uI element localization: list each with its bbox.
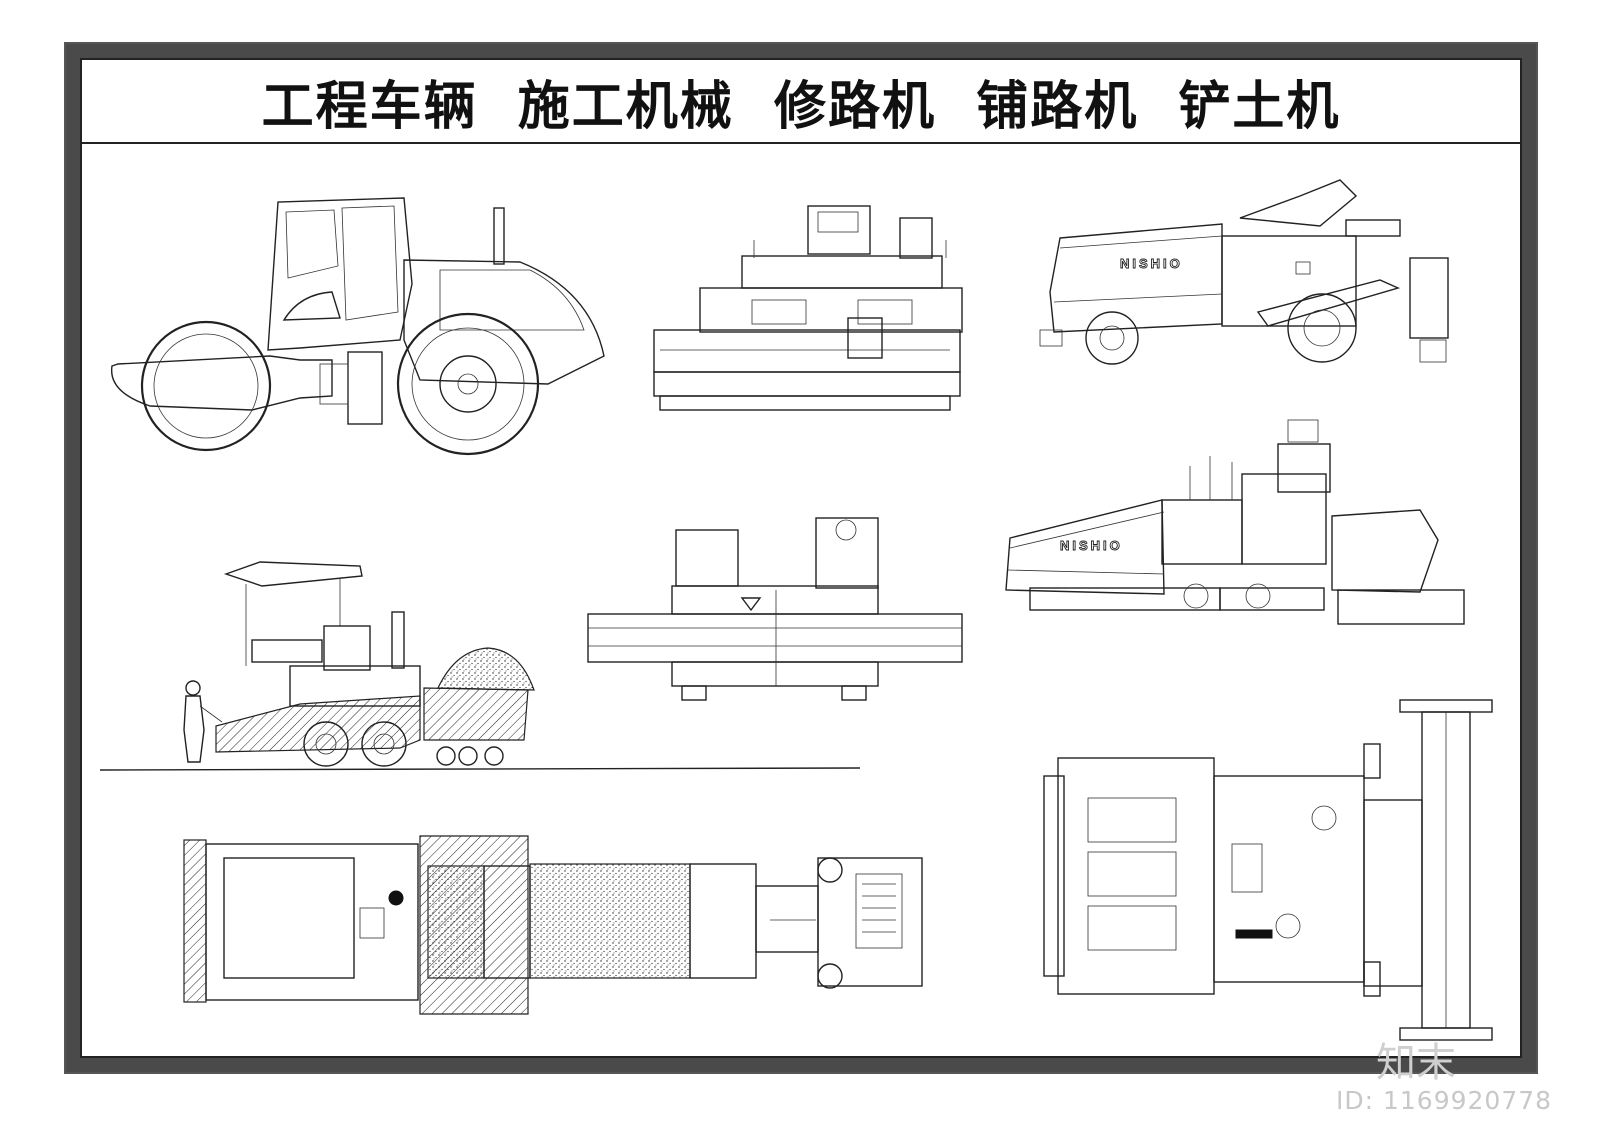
sheet-title: 工程车辆 施工机械 修路机 铺路机 铲土机 [261,76,1341,137]
nishio-paver-side-view: NISHIO [1039,179,1449,365]
asphalt-paver-front-view [653,205,963,411]
paver-plan-view [183,835,923,1015]
brand-label-lower: NISHIO [1060,538,1123,553]
watermark-id-label: ID: 1169920778 [1336,1086,1553,1115]
watermark-logo: 知末 [1376,1040,1456,1086]
title-block: 工程车辆 施工机械 修路机 铺路机 铲土机 [82,60,1520,144]
asphalt-paver-front-view-2 [587,517,963,701]
sheet-inner-frame [80,58,1522,1058]
brand-label-upper: NISHIO [1120,256,1183,271]
paver-top-view [1043,699,1493,1041]
sheet-outer-frame [64,42,1538,1074]
paver-with-worker-side-view [99,561,861,771]
nishio-paver-side-view-2: NISHIO [1005,419,1465,625]
road-roller-side-view [110,197,605,456]
sheet-border-band [66,44,1536,1072]
